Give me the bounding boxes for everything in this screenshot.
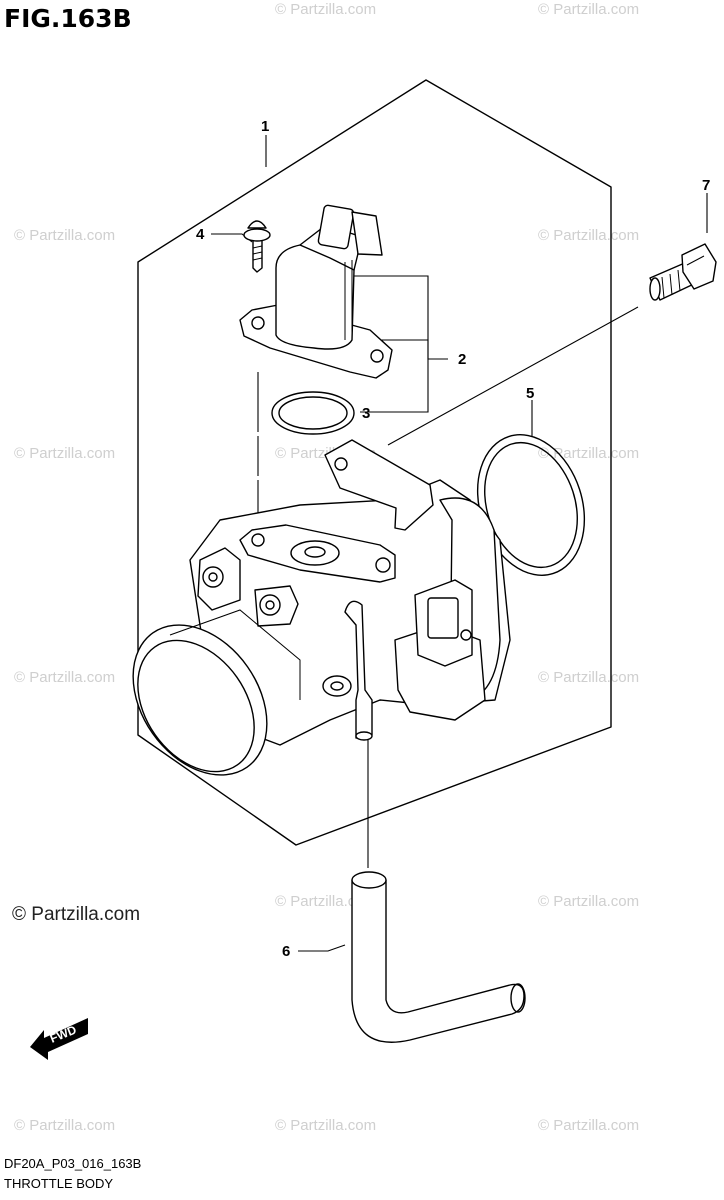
flange-bolt-part-7[interactable] xyxy=(649,243,717,301)
callout-3: 3 xyxy=(362,405,370,422)
callout-6: 6 xyxy=(282,943,290,960)
watermark-text: © Partzilla.com xyxy=(275,1117,376,1134)
throttle-body-assembly[interactable] xyxy=(105,439,511,800)
callout-7: 7 xyxy=(702,177,710,194)
watermark-text: © Partzilla.com xyxy=(275,893,376,910)
watermark-text: © Partzilla.com xyxy=(14,1117,115,1134)
callout-5: 5 xyxy=(526,385,534,402)
idle-sensor-part-2[interactable] xyxy=(239,204,393,379)
watermark-text: © Partzilla.com xyxy=(14,227,115,244)
callout-1: 1 xyxy=(261,118,269,135)
callout-labels: 1 2 3 4 5 6 7 xyxy=(196,118,710,960)
watermark-text: © Partzilla.com xyxy=(275,1,376,18)
forward-arrow: FWD xyxy=(30,1018,88,1060)
watermark-main: © Partzilla.com xyxy=(12,904,140,925)
figure-title: FIG.163B xyxy=(4,4,132,33)
watermark-text: © Partzilla.com xyxy=(14,445,115,462)
callout-2: 2 xyxy=(458,351,466,368)
assembly-box-outline xyxy=(137,79,612,846)
screw-part-4[interactable] xyxy=(243,220,271,273)
callout-4: 4 xyxy=(196,226,205,243)
watermark-text: © Partzilla.com xyxy=(538,669,639,686)
watermark-text: © Partzilla.com xyxy=(538,227,639,244)
hose-part-6[interactable] xyxy=(351,871,526,1043)
watermark-text: © Partzilla.com xyxy=(14,669,115,686)
section-name: THROTTLE BODY xyxy=(4,1176,113,1191)
o-ring-part-3[interactable] xyxy=(271,391,355,435)
diagram-code: DF20A_P03_016_163B xyxy=(4,1156,141,1171)
watermark-text: © Partzilla.com xyxy=(538,1117,639,1134)
watermark-text: © Partzilla.com xyxy=(538,893,639,910)
watermark-text: © Partzilla.com xyxy=(538,1,639,18)
